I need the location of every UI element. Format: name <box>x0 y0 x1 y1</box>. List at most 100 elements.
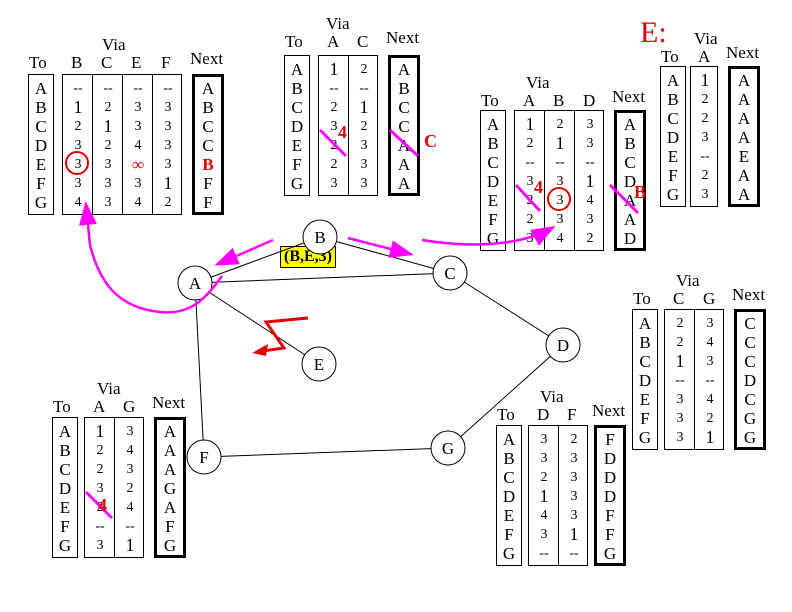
table-d-to-cell: E <box>639 390 651 409</box>
table-g-next-cell: F <box>605 525 615 544</box>
svg-text:E: E <box>314 355 324 374</box>
table-f-via-header: G <box>123 397 136 416</box>
table-b-to-cell: B <box>291 79 303 98</box>
table-c-distance-cell: 2 <box>526 136 534 151</box>
table-e-distance-cell: 2 <box>701 168 709 183</box>
table-e-via-label: Via <box>694 29 718 48</box>
table-b-distance-cell: 3 <box>330 119 338 134</box>
node-g[interactable]: G <box>430 430 466 466</box>
table-a-column-divider <box>92 75 93 214</box>
table-d-distance-cell: 3 <box>706 316 714 331</box>
table-f-next-cell: G <box>163 479 177 498</box>
table-b-next-cell: A <box>397 136 411 155</box>
node-d[interactable]: D <box>545 327 581 363</box>
table-c-distance-cell: 3 <box>586 212 594 227</box>
table-a-to-cell: E <box>35 155 47 174</box>
table-d-next-cell: C <box>744 352 756 371</box>
table-a-to-header: To <box>29 53 47 72</box>
table-f-to-cell: C <box>59 460 71 479</box>
table-f-next-cell: A <box>163 460 177 479</box>
table-d-to-cell: G <box>638 428 652 447</box>
node-a[interactable]: A <box>177 265 213 301</box>
table-a-to-cell: C <box>35 117 47 136</box>
table-a-next-cell: F <box>203 193 213 212</box>
table-g-distance-cell: 3 <box>570 451 578 466</box>
table-e-next-cell: A <box>737 90 751 109</box>
table-g-next-cell: G <box>603 544 617 563</box>
table-f-to-header: To <box>53 397 71 416</box>
table-c-next-header: Next <box>612 87 646 106</box>
table-a-column-divider <box>122 75 123 214</box>
table-b-via-header: C <box>357 32 369 51</box>
table-f-to-cell: G <box>58 536 72 555</box>
table-d-distance-cell: 2 <box>676 316 684 331</box>
table-a-distance-cell: 3 <box>74 157 82 172</box>
table-d-to-cell: B <box>639 333 651 352</box>
table-a-distance-cell: 3 <box>74 176 82 191</box>
table-a-to-cell: A <box>34 79 48 98</box>
table-c-distance-cell: 4 <box>556 231 564 246</box>
table-b-next-cell: C <box>398 98 410 117</box>
table-g-to-cell: A <box>502 430 516 449</box>
table-a-distance-cell: 3 <box>164 157 172 172</box>
table-a-distance-cell: 3 <box>164 119 172 134</box>
table-d-to-cell: C <box>639 352 651 371</box>
table-d-via-header: C <box>673 289 685 308</box>
table-g-distance-cell: 1 <box>569 524 579 544</box>
table-f-distance-cell: 3 <box>96 538 104 553</box>
node-e[interactable]: E <box>301 346 337 382</box>
table-e-to-cell: B <box>667 90 679 109</box>
table-d-to-cell: D <box>638 371 652 390</box>
table-d-distance-cell: 3 <box>706 354 714 369</box>
table-f-distance-cell: -- <box>95 519 105 534</box>
table-g-next-cell: F <box>605 506 615 525</box>
svg-text:A: A <box>189 274 202 293</box>
table-c-distance-cell: 2 <box>586 231 594 246</box>
table-c-to-cell: D <box>486 172 500 191</box>
table-d-next-cell: D <box>743 371 757 390</box>
table-a-distance-cell: 1 <box>103 116 113 136</box>
node-f[interactable]: F <box>186 439 222 475</box>
table-c-to-cell: G <box>486 229 500 248</box>
table-g-next-cell: D <box>603 449 617 468</box>
table-d-to-cell: A <box>638 314 652 333</box>
table-a-next-cell: C <box>202 117 214 136</box>
table-b-to-cell: G <box>290 174 304 193</box>
table-e-next-header: Next <box>726 43 760 62</box>
table-c-next-cell: D <box>623 229 637 248</box>
table-d-distance-cell: 4 <box>706 392 714 407</box>
table-e-to-cell: E <box>667 147 679 166</box>
table-b-next-cell: A <box>397 60 411 79</box>
table-c-distance-cell: 1 <box>555 133 565 153</box>
table-e-to-cell: C <box>667 109 679 128</box>
table-a-next-cell: F <box>203 174 213 193</box>
table-g-to-header: To <box>497 405 515 424</box>
table-b-next-cell: C <box>398 117 410 136</box>
svg-text:C: C <box>444 264 455 283</box>
table-a-to-cell: G <box>34 193 48 212</box>
table-c-distance-cell: 3 <box>556 174 564 189</box>
table-e-title: E: <box>640 16 667 49</box>
table-c-distance-cell: 3 <box>526 174 534 189</box>
table-c-via-header: B <box>553 91 565 110</box>
edge-a-e <box>194 282 320 365</box>
table-c-distance-cell: 4 <box>586 193 594 208</box>
table-b-via-label: Via <box>326 14 350 33</box>
update-message: (B,E,3) <box>280 246 336 268</box>
table-c-via-header: A <box>523 91 536 110</box>
table-e-next-cell: A <box>737 128 751 147</box>
table-d-distance-cell: 2 <box>706 411 714 426</box>
table-c-distance-cell: -- <box>555 155 565 170</box>
table-a-distance-cell: 3 <box>104 157 112 172</box>
table-d-next-cell: G <box>743 428 757 447</box>
table-c-via-header: D <box>583 91 596 110</box>
table-b-distance-cell: 2 <box>330 157 338 172</box>
table-e-to-cell: F <box>668 166 678 185</box>
table-a-distance-cell: 3 <box>104 176 112 191</box>
table-f-to-cell: F <box>60 517 70 536</box>
node-c[interactable]: C <box>432 255 468 291</box>
